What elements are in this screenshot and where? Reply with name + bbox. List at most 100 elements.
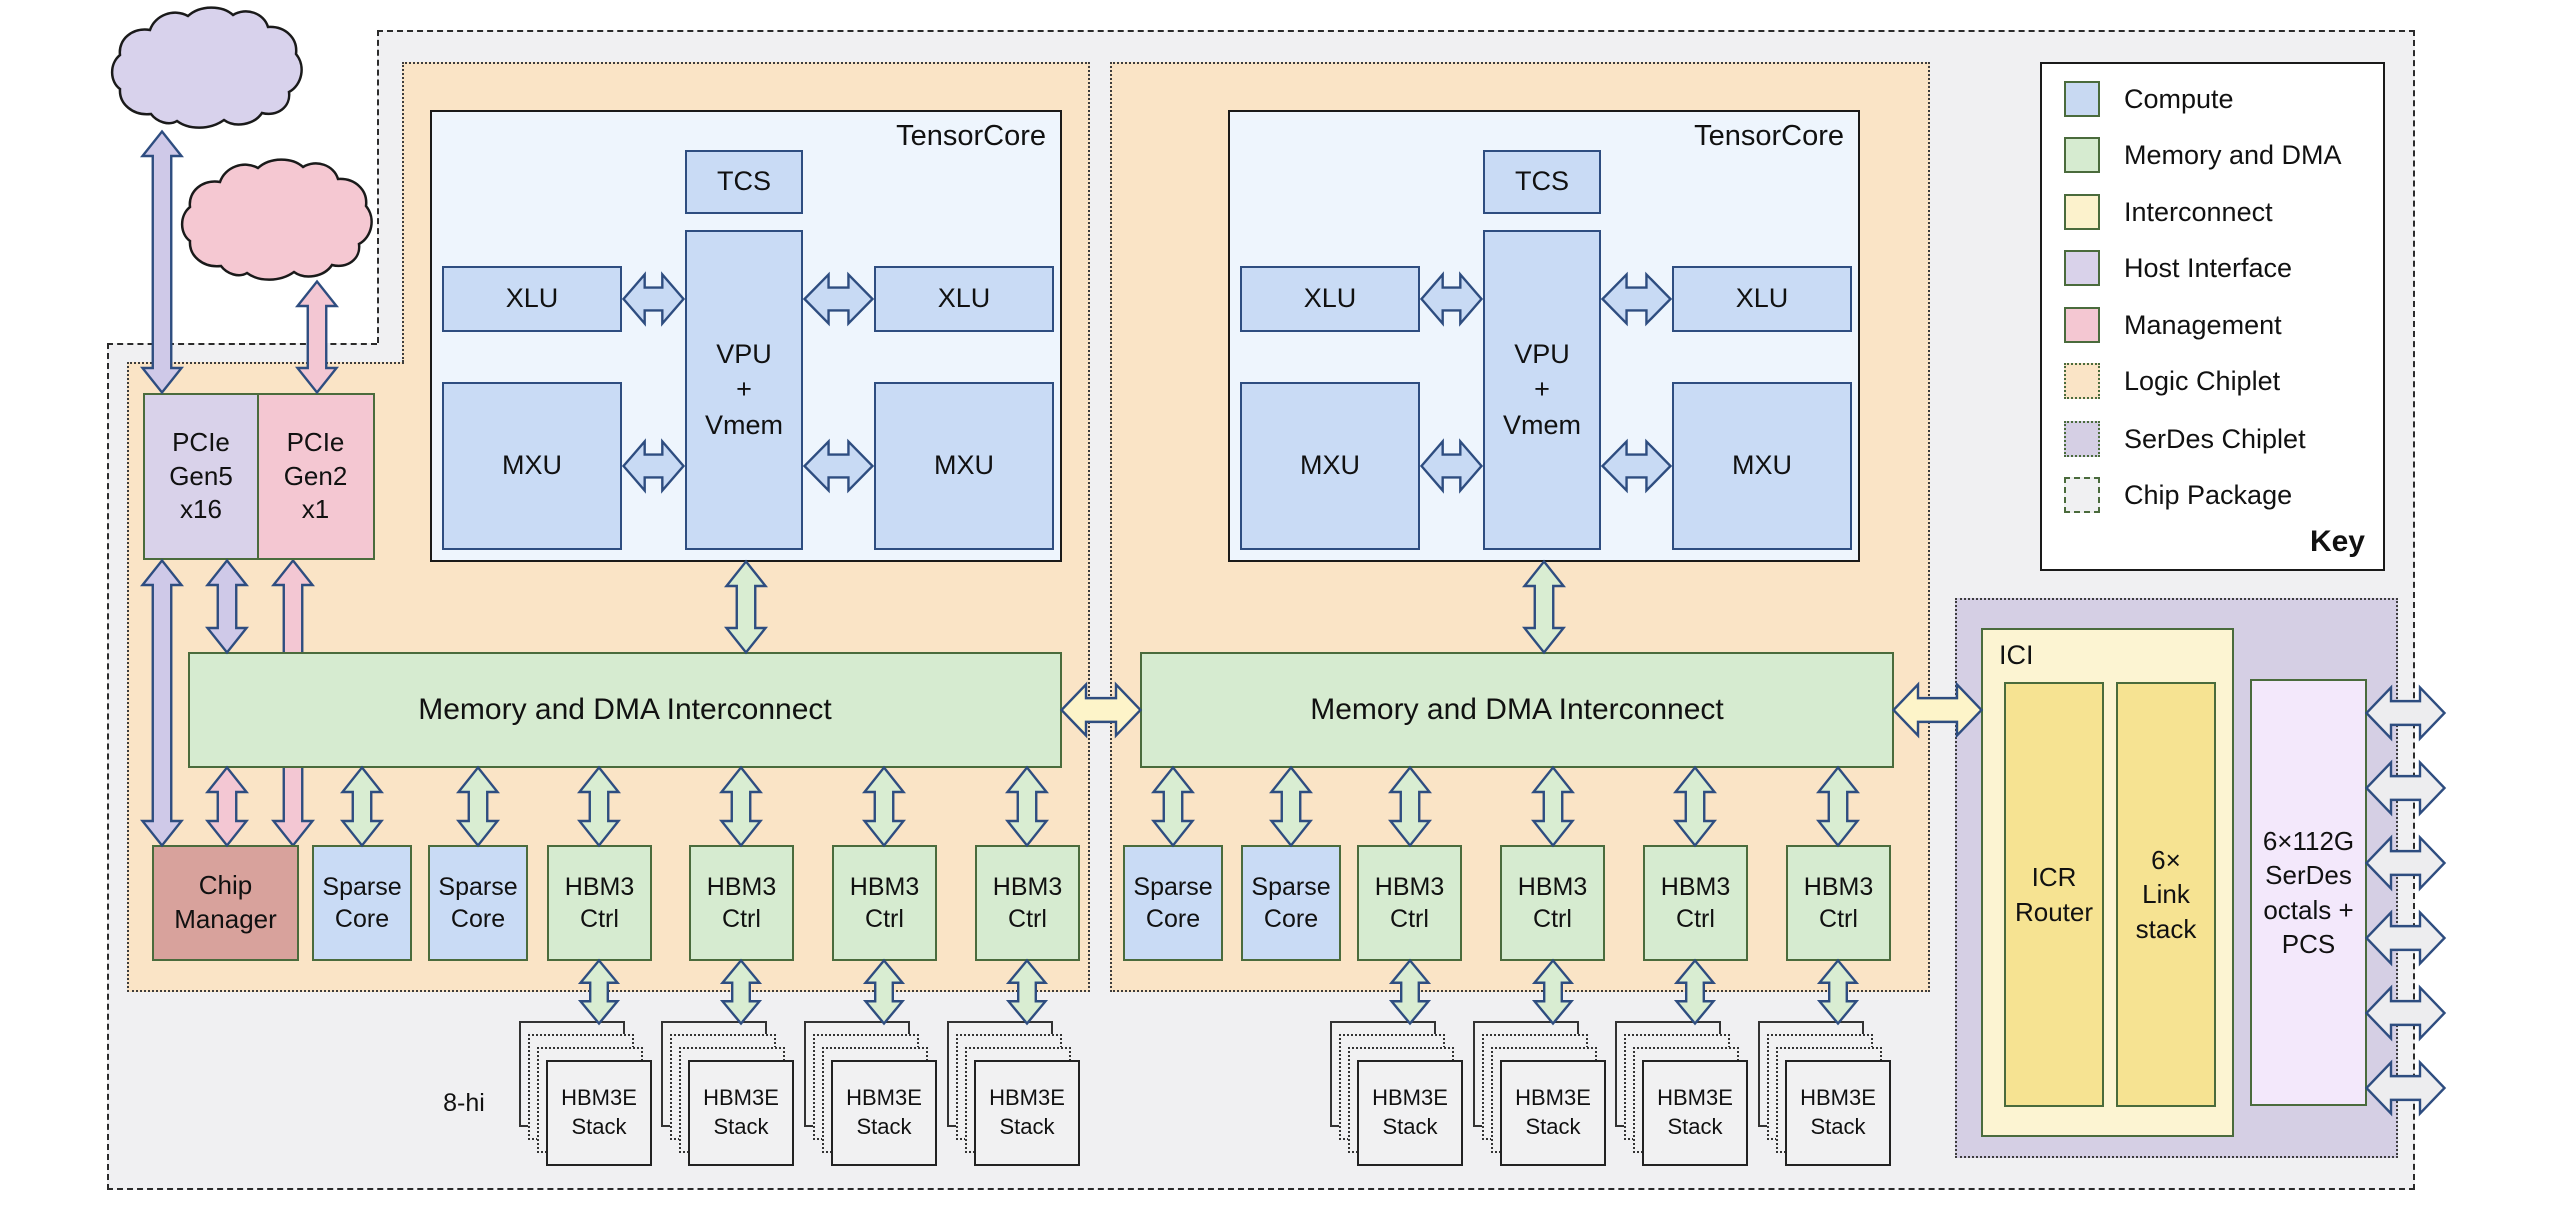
arrow-serdes-external bbox=[2364, 834, 2447, 892]
arrow-vpu-mxu bbox=[802, 438, 875, 494]
legend-label: Compute bbox=[2124, 83, 2234, 114]
chip-package-border bbox=[107, 343, 109, 1190]
arrow-tensorcore-interconnect bbox=[1522, 559, 1566, 655]
legend-item-memory-dma: Memory and DMA bbox=[2064, 137, 2342, 173]
legend-item-host-interface: Host Interface bbox=[2064, 250, 2292, 286]
stack-front: HBM3E Stack bbox=[1357, 1060, 1463, 1166]
management-swatch bbox=[2064, 307, 2100, 343]
arrow-hbm3ctrl-hbm3e-stack bbox=[1531, 958, 1575, 1026]
tensorcore-title: TensorCore bbox=[896, 120, 1046, 152]
icr-router-box: ICR Router bbox=[2004, 682, 2104, 1107]
xlu-box: XLU bbox=[874, 266, 1054, 332]
arrow-interconnect-hbm3-ctrl bbox=[1531, 765, 1575, 848]
arrow-interconnect-chip-manager bbox=[205, 765, 249, 848]
arrow-xlu-vpu bbox=[1419, 271, 1484, 327]
arrow-interconnect-interconnect bbox=[1059, 681, 1143, 739]
legend-item-logic-chiplet: Logic Chiplet bbox=[2064, 363, 2280, 399]
tcs-box: TCS bbox=[1483, 150, 1601, 214]
arrow-hbm3ctrl-hbm3e-stack bbox=[1388, 958, 1432, 1026]
interconnect-swatch bbox=[2064, 194, 2100, 230]
hbm3-ctrl-box: HBM3 Ctrl bbox=[1786, 845, 1891, 961]
stack-front: HBM3E Stack bbox=[1500, 1060, 1606, 1166]
arrow-serdes-external bbox=[2364, 1059, 2447, 1117]
vpu-vmem-box: VPU + Vmem bbox=[1483, 230, 1601, 550]
chip-package-swatch bbox=[2064, 477, 2100, 513]
arrow-tensorcore-interconnect bbox=[724, 559, 768, 655]
arrow-interconnect-sparse-core bbox=[1151, 765, 1195, 848]
hbm3e-stack: HBM3E Stack bbox=[1473, 1021, 1638, 1176]
serdes-octals-box: 6×112G SerDes octals + PCS bbox=[2250, 679, 2367, 1106]
legend-label: Chip Package bbox=[2124, 479, 2293, 510]
arrow-hbm3ctrl-hbm3e-stack bbox=[1816, 958, 1860, 1026]
arrow-serdes-external bbox=[2364, 759, 2447, 817]
hbm3e-stack: HBM3E Stack bbox=[1330, 1021, 1495, 1176]
memory-dma-interconnect-right: Memory and DMA Interconnect bbox=[1140, 652, 1894, 768]
arrow-vpu-mxu bbox=[1600, 438, 1673, 494]
legend-item-compute: Compute bbox=[2064, 81, 2234, 117]
chip-package-border bbox=[107, 1188, 2415, 1190]
legend-item-chip-package: Chip Package bbox=[2064, 477, 2292, 513]
legend-item-management: Management bbox=[2064, 307, 2282, 343]
memory-dma-interconnect-left: Memory and DMA Interconnect bbox=[188, 652, 1062, 768]
arrow-xlu-vpu bbox=[621, 271, 686, 327]
hbm3-ctrl-box: HBM3 Ctrl bbox=[1357, 845, 1462, 961]
cloud-shape bbox=[110, 6, 303, 129]
mxu-box: MXU bbox=[1672, 382, 1852, 550]
hbm3-ctrl-box: HBM3 Ctrl bbox=[689, 845, 794, 961]
memory-dma-swatch bbox=[2064, 137, 2100, 173]
gbmc-cloud: gBMC bbox=[175, 158, 375, 288]
arrow-interconnect-ici bbox=[1891, 681, 1984, 739]
logic-chiplet-left-border bbox=[1088, 62, 1090, 992]
stack-front: HBM3E Stack bbox=[974, 1060, 1080, 1166]
legend-label: Logic Chiplet bbox=[2124, 365, 2281, 396]
arrow-interconnect-hbm3-ctrl bbox=[577, 765, 621, 848]
logic-chiplet-swatch bbox=[2064, 363, 2100, 399]
hbm3-ctrl-box: HBM3 Ctrl bbox=[832, 845, 937, 961]
logic-chiplet-left-border bbox=[127, 362, 404, 364]
hbm3e-stack: HBM3E Stack bbox=[661, 1021, 826, 1176]
chip-manager-box: Chip Manager bbox=[152, 845, 299, 961]
arrow-hbm3ctrl-hbm3e-stack bbox=[862, 958, 906, 1026]
chip-package-border bbox=[377, 30, 2415, 32]
arrow-hbm3ctrl-hbm3e-stack bbox=[577, 958, 621, 1026]
hbm3-ctrl-box: HBM3 Ctrl bbox=[1643, 845, 1748, 961]
arrow-hbm3ctrl-hbm3e-stack bbox=[719, 958, 763, 1026]
legend-item-interconnect: Interconnect bbox=[2064, 194, 2273, 230]
xlu-box: XLU bbox=[1672, 266, 1852, 332]
compute-swatch bbox=[2064, 81, 2100, 117]
legend-label: Host Interface bbox=[2124, 252, 2293, 283]
host-cloud-label: Host bbox=[174, 54, 236, 87]
mxu-box: MXU bbox=[874, 382, 1054, 550]
arrow-interconnect-hbm3-ctrl bbox=[1388, 765, 1432, 848]
arrow-interconnect-sparse-core bbox=[1269, 765, 1313, 848]
tensorcore-title: TensorCore bbox=[1694, 120, 1844, 152]
host-interface-swatch bbox=[2064, 250, 2100, 286]
arrow-pcie5-interconnect bbox=[205, 558, 249, 655]
chip-package-border bbox=[2413, 30, 2415, 1190]
sparse-core-box: Sparse Core bbox=[1123, 845, 1223, 961]
stack-front: HBM3E Stack bbox=[1785, 1060, 1891, 1166]
legend-label: Interconnect bbox=[2124, 196, 2273, 227]
link-stack-box: 6× Link stack bbox=[2116, 682, 2216, 1107]
ici-title: ICI bbox=[1999, 640, 2034, 670]
arrow-hbm3ctrl-hbm3e-stack bbox=[1005, 958, 1049, 1026]
hbm3e-stack: HBM3E Stack bbox=[1758, 1021, 1923, 1176]
legend-label: Memory and DMA bbox=[2124, 139, 2342, 170]
stack-front: HBM3E Stack bbox=[688, 1060, 794, 1166]
xlu-box: XLU bbox=[442, 266, 622, 332]
key-title: Key bbox=[2309, 525, 2365, 558]
pcie-gen2-box: PCIe Gen2 x1 bbox=[256, 393, 375, 560]
xlu-box: XLU bbox=[1240, 266, 1420, 332]
hbm3-ctrl-box: HBM3 Ctrl bbox=[1500, 845, 1605, 961]
mxu-box: MXU bbox=[442, 382, 622, 550]
serdes-chiplet-swatch bbox=[2064, 421, 2100, 457]
tensorcore-right: TensorCore TCS VPU + Vmem XLU XLU MXU MX… bbox=[1228, 110, 1860, 562]
arrow-interconnect-sparse-core bbox=[340, 765, 384, 848]
tensorcore-left: TensorCore TCS VPU + Vmem XLU XLU MXU MX… bbox=[430, 110, 1062, 562]
key-legend: Compute Memory and DMA Interconnect Host… bbox=[2040, 62, 2385, 571]
legend-item-serdes-chiplet: SerDes Chiplet bbox=[2064, 421, 2306, 457]
legend-label: SerDes Chiplet bbox=[2124, 423, 2306, 454]
arrow-pcie5-chip-manager bbox=[140, 558, 184, 848]
sparse-core-box: Sparse Core bbox=[312, 845, 412, 961]
